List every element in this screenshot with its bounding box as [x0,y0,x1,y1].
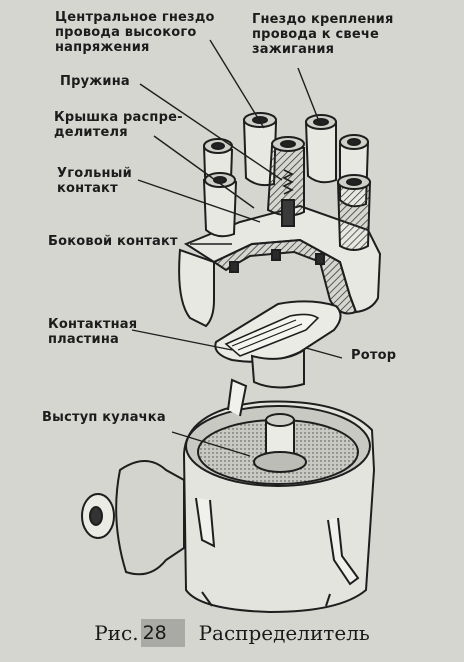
spring-clip-left [195,497,216,548]
rotor-hub [250,348,305,389]
side-contact-2 [271,249,281,261]
distributor-body [81,378,376,614]
spring-clip-top [227,378,248,417]
distributor-cap [178,112,382,328]
side-contact-1 [229,261,239,273]
label-central-socket: Центральное гнездо провода высокого напр… [55,10,215,55]
leader-lines [131,39,343,457]
figure-caption: Рис. 28 Распределитель [0,618,464,648]
housing-base [201,591,331,607]
side-contact-3 [315,253,325,265]
label-plug-socket: Гнездо крепления провода к свече зажиган… [252,12,394,57]
label-side-contact: Боковой контакт [48,234,178,249]
label-rotor: Ротор [351,348,397,363]
cap-skirt [178,248,215,328]
spring-coil [282,169,294,195]
rotor [214,300,342,389]
caption-prefix: Рис. [94,621,139,645]
caption-title: Распределитель [198,621,370,645]
label-carbon-contact: Угольный контакт [57,166,132,196]
label-cap: Крышка распре- делителя [54,110,183,140]
spring-clip-right [327,517,360,586]
label-spring: Пружина [60,74,130,89]
label-cam-lobe: Выступ кулачка [42,410,166,425]
label-contact-plate: Контактная пластина [48,317,138,347]
caption-number: 28 [140,619,185,647]
carbon-contact [281,199,295,227]
tower-3 [304,121,337,184]
vacuum-diaphragm [115,460,185,576]
tower-5 [336,181,372,251]
